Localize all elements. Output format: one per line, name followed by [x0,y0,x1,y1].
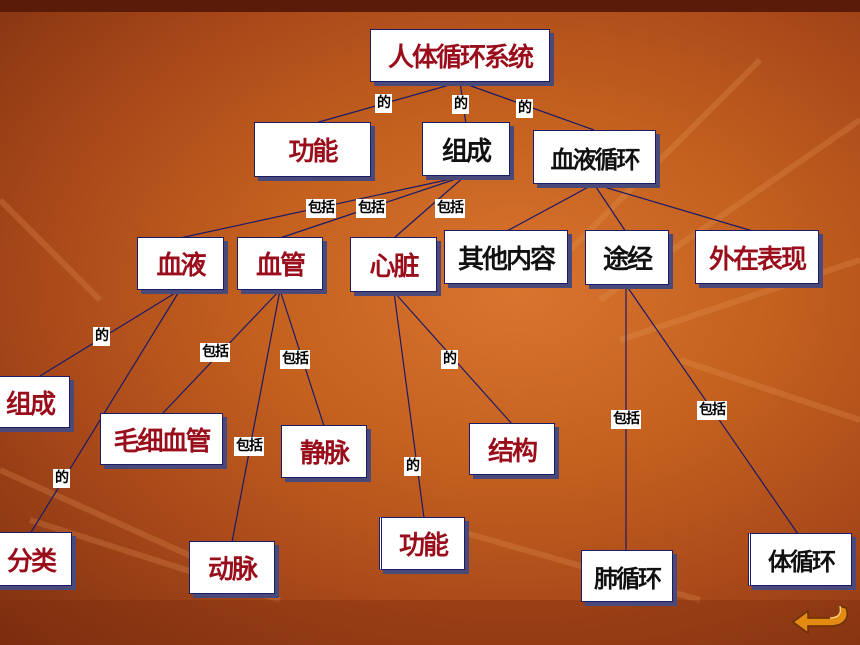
node-systemic-circulation[interactable]: 体循环 [748,533,852,586]
node-other-content[interactable]: 其他内容 [444,230,568,284]
node-pathway[interactable]: 途经 [585,230,669,285]
node-pulmonary-circulation[interactable]: 肺循环 [581,550,673,602]
edge-label: 包括 [697,401,727,420]
node-function[interactable]: 功能 [254,122,371,177]
node-heart-function[interactable]: 功能 [379,517,465,570]
node-appearance[interactable]: 外在表现 [695,230,819,284]
edge-label: 包括 [356,199,386,218]
node-composition[interactable]: 组成 [422,122,510,176]
edge-label: 的 [93,327,110,346]
edge-label: 的 [375,94,392,113]
node-blood-circulation[interactable]: 血液循环 [533,130,656,184]
edge-label: 包括 [280,350,310,369]
node-heart[interactable]: 心脏 [350,237,437,292]
node-artery[interactable]: 动脉 [189,541,275,594]
edge-label: 的 [441,350,458,369]
edge-label: 包括 [306,199,336,218]
node-structure[interactable]: 结构 [469,423,555,475]
node-blood[interactable]: 血液 [137,237,224,290]
edge-label: 的 [404,457,421,476]
return-arrow-icon[interactable] [790,600,852,638]
node-vessel[interactable]: 血管 [237,237,323,290]
edge-label: 的 [516,99,533,118]
node-classification[interactable]: 分类 [0,532,72,586]
edge-label: 的 [53,469,70,488]
edge-label: 包括 [435,199,465,218]
edge-label: 包括 [200,343,230,362]
node-capillary[interactable]: 毛细血管 [100,413,223,465]
node-root[interactable]: 人体循环系统 [370,29,550,82]
node-blood-composition[interactable]: 组成 [0,376,70,428]
edge-label: 包括 [611,410,641,429]
node-vein[interactable]: 静脉 [281,425,367,478]
edge-label: 包括 [234,437,264,456]
edge-label: 的 [452,95,469,114]
